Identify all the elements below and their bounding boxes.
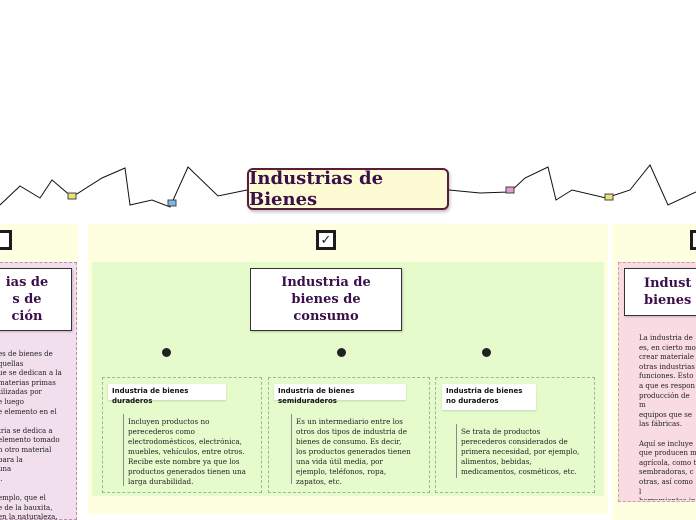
empty-checkbox-icon[interactable] — [690, 230, 696, 250]
right-branch-title[interactable]: Indust bienes d — [624, 268, 696, 316]
checked-checkbox-icon[interactable]: ✓ — [316, 230, 336, 250]
tag-icon — [167, 199, 177, 207]
node-dot[interactable] — [162, 348, 171, 357]
tag-icon — [604, 193, 614, 201]
center-branch-title[interactable]: Industria de bienes de consumo — [250, 268, 402, 331]
subtopic-title-no-duraderos[interactable]: Industria de bienes no duraderos — [442, 384, 536, 410]
center-branch-title-text: Industria de bienes de consumo — [281, 275, 371, 324]
right-branch-title-text: Indust bienes d — [644, 276, 696, 308]
tag-icon — [67, 192, 77, 200]
connector-left — [0, 166, 248, 208]
node-dot[interactable] — [337, 348, 346, 357]
tag-icon — [505, 186, 515, 194]
connector-right — [448, 164, 696, 206]
left-branch-text: es de bienes de quellas ue se dedican a … — [0, 350, 62, 520]
left-branch-title[interactable]: ias de s de ción — [0, 268, 72, 331]
subtopic-text-duraderos: Incluyen productos no perecederos como e… — [123, 414, 251, 486]
subtopic-title-duraderos[interactable]: Industria de bienes duraderos — [108, 384, 226, 405]
node-dot[interactable] — [482, 348, 491, 357]
subtopic-text-no-duraderos: Se trata de productos perecederos consid… — [456, 424, 586, 478]
empty-checkbox-icon[interactable] — [0, 230, 12, 250]
subtopic-title-semiduraderos[interactable]: Industria de bienes semiduraderos — [274, 384, 406, 405]
root-topic[interactable]: Industrias de Bienes — [247, 168, 449, 210]
left-branch-title-text: ias de s de ción — [5, 275, 49, 324]
right-branch-text: La industria de es, en cierto mo crear m… — [639, 334, 696, 500]
subtopic-text-semiduraderos: Es un intermediario entre los otros dos … — [291, 414, 415, 486]
